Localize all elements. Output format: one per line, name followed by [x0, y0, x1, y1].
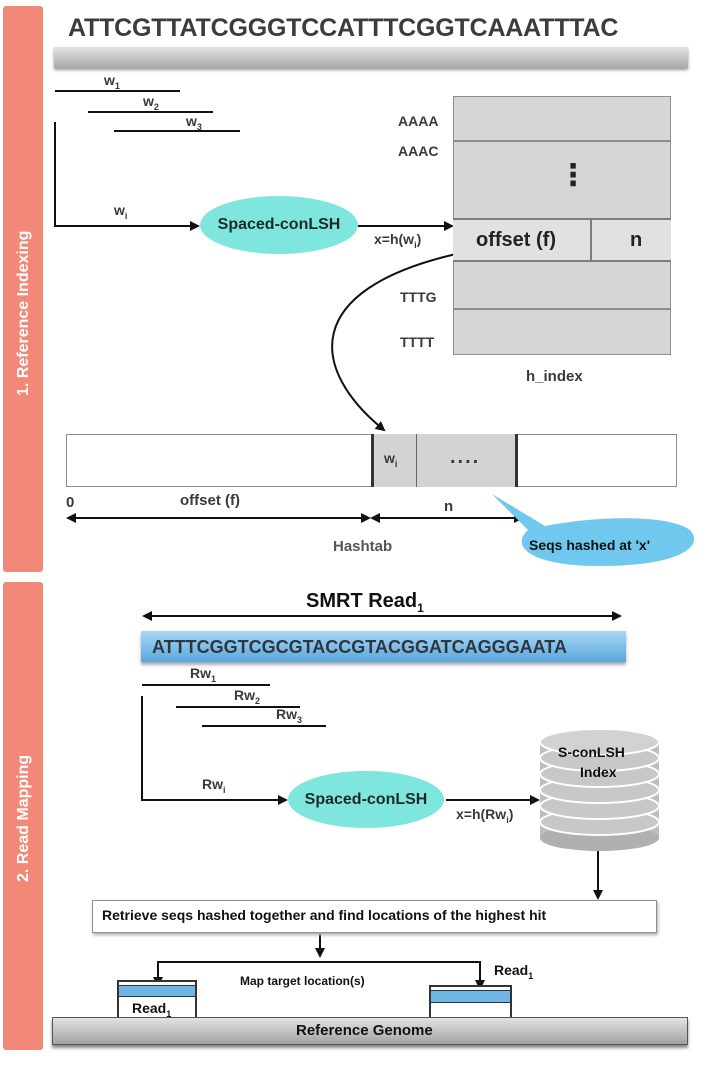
hash-output-label-mapping: x=h(Rwi) — [456, 806, 514, 825]
reference-genome-label: Reference Genome — [296, 1022, 433, 1039]
s-conlsh-index-db — [539, 728, 660, 851]
h-index-row-aaaa: AAAA — [398, 113, 439, 129]
mapped-read-left-bar — [119, 985, 195, 997]
h-index-row-aaac: AAAC — [398, 143, 439, 159]
callout-text: Seqs hashed at 'x' — [529, 537, 651, 553]
mapped-read-left-label: Read1 — [132, 1000, 172, 1019]
hashtab-window-label: wi — [384, 450, 398, 469]
read-sequence: ATTTCGGTCGCGTACCGTACGGATCAGGGAATA — [152, 637, 567, 657]
mapped-read-right-label: Read1 — [494, 962, 534, 981]
hashtab-offset-label: offset (f) — [180, 492, 240, 509]
h-index-ellipsis: ⋮ — [558, 159, 588, 192]
window-label-rw2: Rw2 — [234, 687, 261, 706]
retrieve-text: Retrieve seqs hashed together and find l… — [102, 907, 547, 923]
spaced-conlsh-hash-mapping: Spaced-conLSH — [288, 771, 444, 828]
retrieve-box — [92, 900, 657, 933]
h-index-divider-1 — [453, 140, 671, 142]
window-label-rwi: Rwi — [202, 776, 226, 795]
hashtab-window-cell — [371, 434, 417, 487]
h-index-offset-cell: offset (f) — [476, 229, 556, 251]
h-index-n-cell: n — [630, 229, 643, 251]
h-index-cell-divider — [590, 218, 592, 262]
h-index-row-tttt: TTTT — [400, 334, 435, 350]
callout-bubble — [492, 494, 695, 566]
hashtab-dots: .... — [450, 446, 481, 468]
h-index-caption: h_index — [526, 368, 583, 385]
reference-genome-bar — [52, 1017, 688, 1045]
window-label-wi: wi — [114, 202, 128, 221]
hashtab-caption: Hashtab — [333, 538, 393, 555]
h-index-divider-2 — [453, 308, 671, 310]
smrt-read-title: SMRT Read1 — [306, 590, 424, 615]
h-index-row-tttg: TTTG — [400, 289, 437, 305]
window-label-rw3: Rw3 — [276, 706, 303, 725]
db-label-line1: S-conLSH — [558, 744, 625, 760]
index-to-hashtab-arrow — [331, 253, 457, 432]
spaced-conlsh-hash-indexing: Spaced-conLSH — [200, 196, 358, 254]
h-index-highlight-row — [453, 218, 671, 262]
hashtab-dots-cell — [417, 434, 518, 487]
sidebar-reference-indexing: 1. Reference Indexing — [3, 6, 43, 572]
read-sequence-bar — [141, 631, 626, 662]
window-rwi-arrow — [141, 696, 288, 805]
map-target-label: Map target location(s) — [240, 974, 365, 988]
window-label-w3: w3 — [186, 113, 202, 132]
hash-output-label-indexing: x=h(wi) — [374, 231, 422, 250]
reference-sequence: ATTCGTTATCGGGTCCATTTCGGTCAAATTTAC — [68, 14, 619, 42]
window-label-rw1: Rw1 — [190, 665, 217, 684]
sidebar-read-mapping: 2. Read Mapping — [3, 582, 43, 1050]
hashtab-zero-label: 0 — [66, 494, 75, 511]
reference-sequence-bar — [54, 47, 688, 68]
db-label-line2: Index — [580, 764, 617, 780]
mapped-read-right-bar — [431, 990, 510, 1003]
window-wi-arrow — [54, 122, 200, 231]
window-label-w1: w1 — [104, 72, 120, 91]
window-label-w2: w2 — [143, 93, 159, 112]
hashtab-n-label: n — [444, 498, 454, 515]
